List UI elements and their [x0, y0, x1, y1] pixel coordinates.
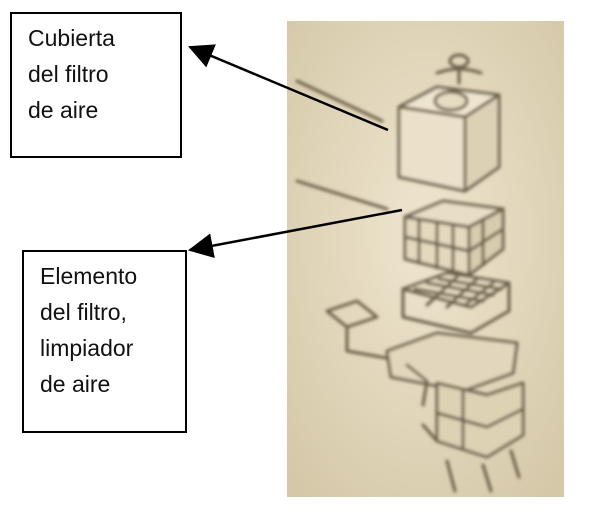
bracket-lever	[325, 299, 405, 363]
filter-grid-plate	[401, 271, 511, 335]
label-cover-line-1: Cubierta	[28, 25, 115, 51]
filter-base	[385, 331, 525, 493]
label-cover-line-3: de aire	[28, 97, 99, 123]
label-element-line-3: limpiador	[40, 335, 134, 361]
label-element-line-4: de aire	[40, 371, 111, 397]
filter-cover	[397, 85, 501, 193]
label-element-line-2: del filtro,	[40, 299, 127, 325]
label-cover-line-2: del filtro	[28, 61, 109, 87]
air-filter-photo	[287, 21, 564, 497]
air-filter-drawing	[287, 21, 564, 497]
wing-nut	[435, 53, 483, 85]
filter-element	[403, 199, 505, 277]
label-element-line-1: Elemento	[40, 263, 138, 289]
leader-line-middle	[295, 179, 389, 211]
label-box-cover: Cubierta del filtro de aire	[10, 12, 182, 158]
label-box-element: Elemento del filtro, limpiador de aire	[22, 250, 187, 433]
